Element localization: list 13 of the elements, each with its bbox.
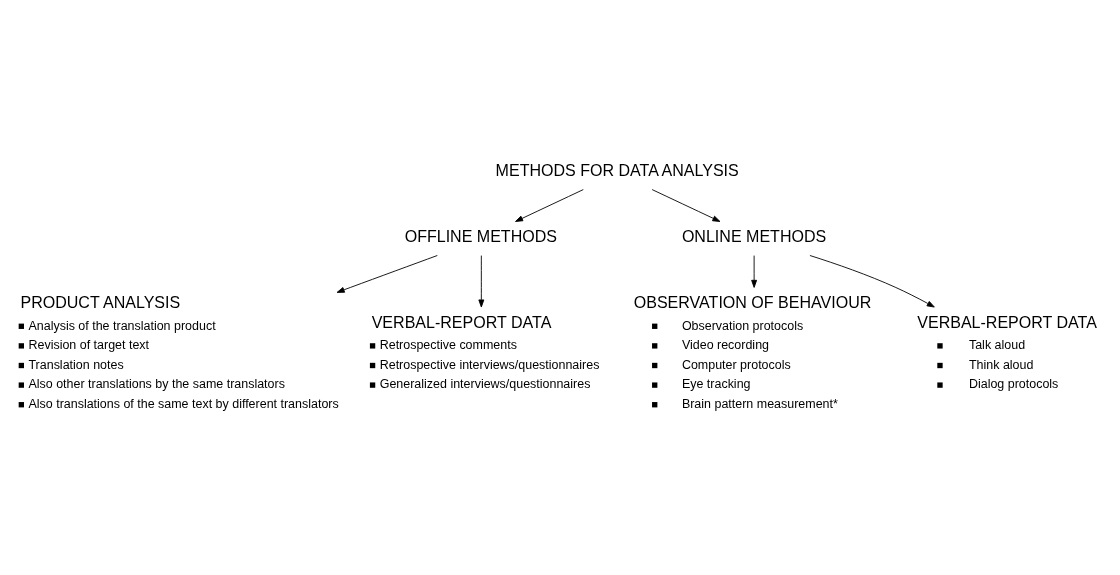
arrow xyxy=(809,255,935,308)
node-text: OBSERVATION OF BEHAVIOUR Observation protocols Video recording Computer protocols Eye tracking Brain pattern measurement* xyxy=(633,293,872,412)
arrow xyxy=(478,255,485,308)
node-text: VERBAL-REPORT DATA Retrospective comments Retrospective interviews/questionnaires Generalized interviews/questionnaires xyxy=(371,312,600,392)
node-text: ONLINE METHODS xyxy=(681,227,827,246)
arrow xyxy=(515,189,584,222)
arrow xyxy=(336,255,438,293)
node-text: OFFLINE METHODS xyxy=(404,227,557,246)
arrow xyxy=(651,189,721,222)
node-text: VERBAL-REPORT DATA Talk aloud Think aloud Dialog protocols xyxy=(917,312,1097,392)
node-text: METHODS FOR DATA ANALYSIS xyxy=(495,161,739,180)
node-text: PRODUCT ANALYSIS Analysis of the translation product Revision of target text Translation notes Also other translations by the same translators Also translations of the same text by different translators xyxy=(20,293,339,412)
arrow xyxy=(751,255,758,288)
